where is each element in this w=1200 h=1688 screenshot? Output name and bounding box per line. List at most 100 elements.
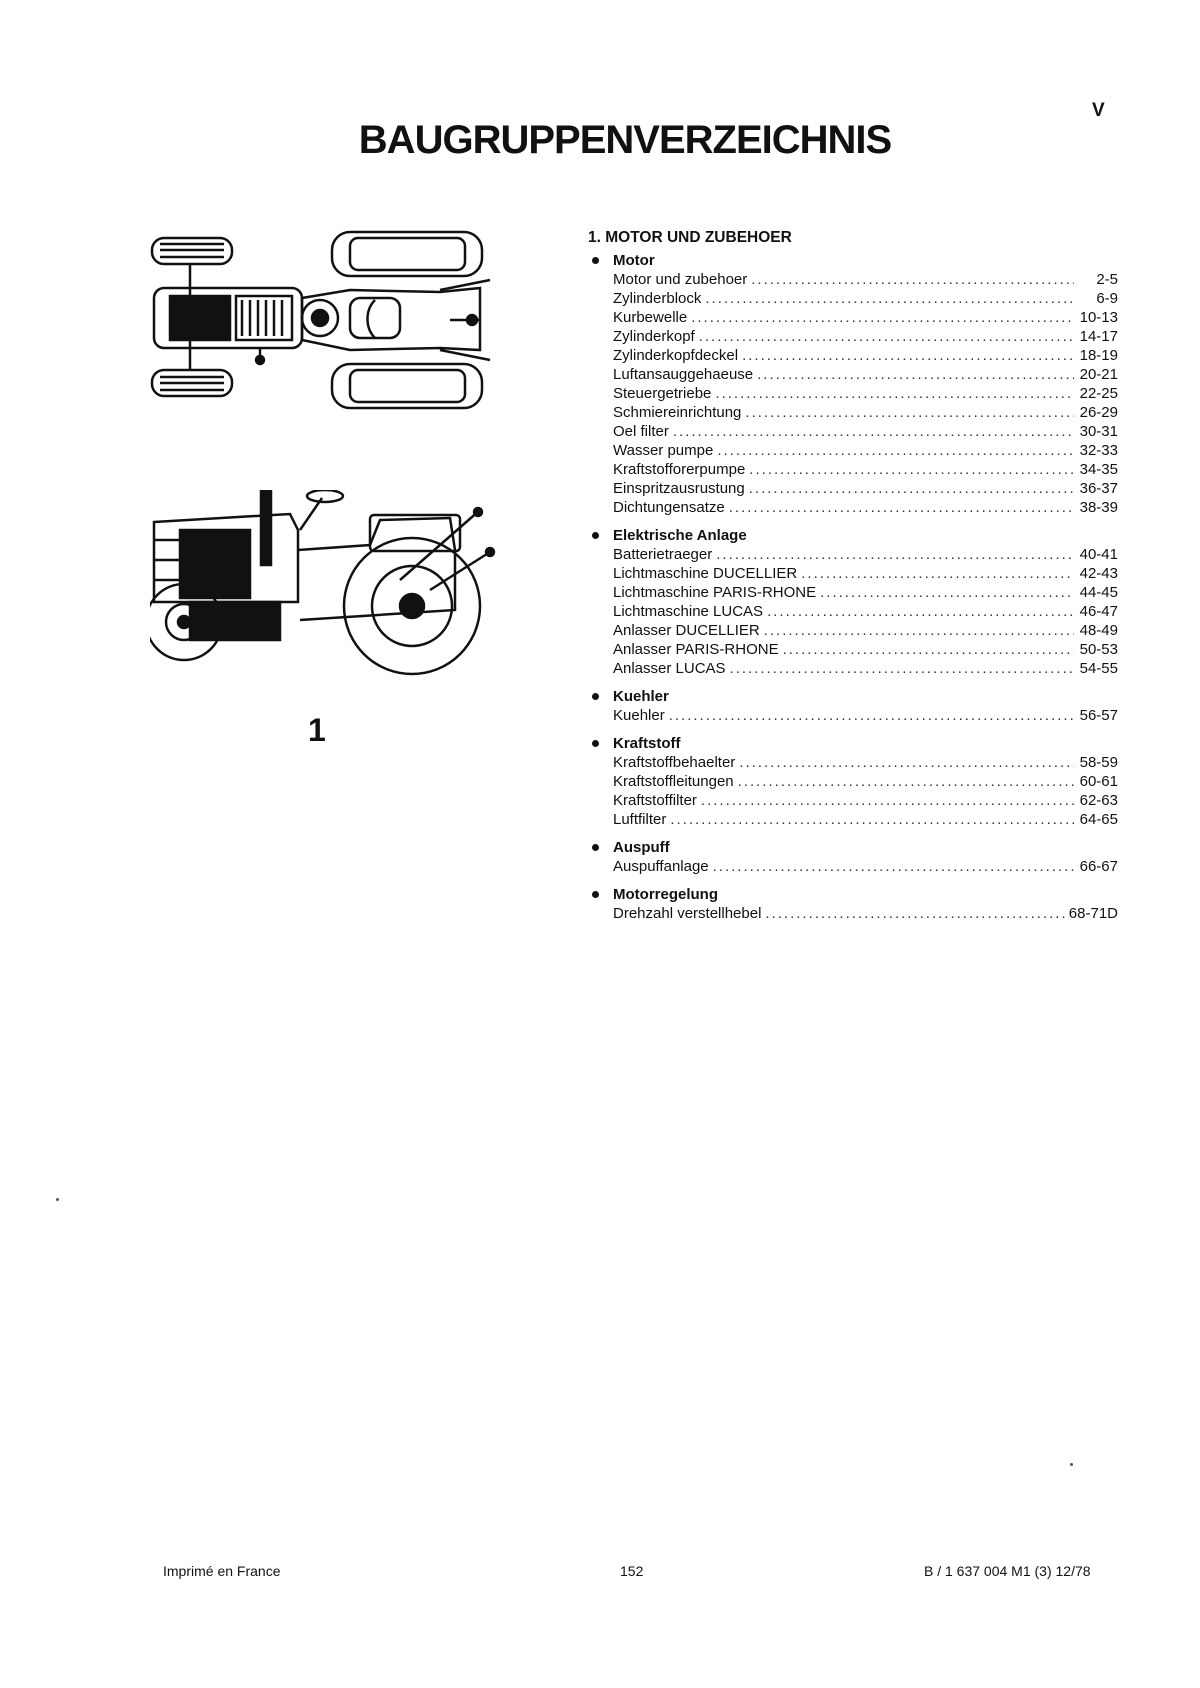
toc-entry-label: Drehzahl verstellhebel	[613, 905, 762, 922]
toc-entry: Kraftstoffbehaelter58-59	[588, 753, 1118, 772]
toc-entry: Einspritzausrustung 36-37	[588, 479, 1118, 498]
dot-leader	[705, 289, 1074, 308]
toc-entry: Kuehler56-57	[588, 706, 1118, 725]
toc-entry-label: Schmiereinrichtung	[613, 404, 742, 421]
toc-entry: Zylinderkopfdeckel 18-19	[588, 346, 1118, 365]
toc-entry-label: Motor und zubehoer	[613, 271, 748, 288]
toc-entry-pages: 32-33	[1079, 442, 1118, 459]
toc-entry: Anlasser LUCAS54-55	[588, 659, 1118, 678]
page-letter: V	[1092, 100, 1105, 121]
toc-entry-pages: 26-29	[1079, 404, 1118, 421]
toc-entry-label: Auspuffanlage	[613, 858, 709, 875]
toc-entry-pages: 30-31	[1079, 423, 1118, 440]
toc-entry-label: Zylinderblock	[613, 290, 702, 307]
toc-entry: Motor und zubehoer2-5	[588, 270, 1118, 289]
bullet-icon	[592, 740, 599, 747]
dot-leader	[749, 479, 1074, 498]
toc-entry-label: Luftfilter	[613, 811, 667, 828]
group-title: Elektrische Anlage	[588, 526, 1118, 545]
toc-entry-label: Steuergetriebe	[613, 385, 712, 402]
dot-leader	[701, 791, 1074, 810]
toc-entry-label: Kraftstofforerpumpe	[613, 461, 746, 478]
toc-entry-pages: 38-39	[1079, 499, 1118, 516]
toc-entry-label: Kraftstoffilter	[613, 792, 697, 809]
toc-entry-label: Kraftstoffbehaelter	[613, 754, 736, 771]
toc-entry-pages: 60-61	[1079, 773, 1118, 790]
toc-entry: Kraftstoffleitungen60-61	[588, 772, 1118, 791]
figure-number: 1	[308, 712, 326, 748]
toc-entry: Wasser pumpe 32-33	[588, 441, 1118, 460]
bullet-icon	[592, 532, 599, 539]
dot-leader	[717, 441, 1074, 460]
toc-entry: Oel filter 30-31	[588, 422, 1118, 441]
toc-entry-pages: 56-57	[1079, 707, 1118, 724]
dot-leader	[739, 753, 1074, 772]
toc-entry-label: Zylinderkopf	[613, 328, 695, 345]
toc-entry: Anlasser PARIS-RHONE50-53	[588, 640, 1118, 659]
bullet-icon	[592, 693, 599, 700]
tractor-side-view-illustration	[150, 490, 496, 676]
toc-entry: Kraftstofforerpumpe34-35	[588, 460, 1118, 479]
dot-leader	[751, 270, 1074, 289]
dot-leader	[764, 621, 1074, 640]
toc-group: KraftstoffKraftstoffbehaelter58-59Krafts…	[588, 734, 1118, 829]
toc-entry: Dichtungensatze 38-39	[588, 498, 1118, 517]
dot-leader	[673, 422, 1074, 441]
tractor-top-view-illustration	[150, 230, 491, 410]
dot-leader	[765, 904, 1064, 923]
footer-page-number: 152	[620, 1563, 644, 1579]
dot-leader	[729, 498, 1074, 517]
toc-entry: Luftfilter 64-65	[588, 810, 1118, 829]
group-title: Kuehler	[588, 687, 1118, 706]
bullet-icon	[592, 257, 599, 264]
dot-leader	[691, 308, 1074, 327]
dot-leader	[745, 403, 1074, 422]
toc-entry-pages: 18-19	[1079, 347, 1118, 364]
dot-leader	[670, 810, 1074, 829]
toc-entry-pages: 48-49	[1079, 622, 1118, 639]
toc-entry-pages: 68-71D	[1068, 905, 1118, 922]
toc-entry-label: Oel filter	[613, 423, 669, 440]
toc-entry-pages: 46-47	[1079, 603, 1118, 620]
toc-entry: Lichtmaschine PARIS-RHONE44-45	[588, 583, 1118, 602]
toc-entry-pages: 10-13	[1079, 309, 1118, 326]
toc-entry-pages: 22-25	[1079, 385, 1118, 402]
toc-entry: Zylinderkopf14-17	[588, 327, 1118, 346]
scan-speck	[1070, 1463, 1073, 1466]
toc-entry-label: Wasser pumpe	[613, 442, 714, 459]
toc-entry: Lichtmaschine DUCELLIER42-43	[588, 564, 1118, 583]
toc-entry-pages: 40-41	[1079, 546, 1118, 563]
toc-entry-label: Dichtungensatze	[613, 499, 725, 516]
dot-leader	[699, 327, 1074, 346]
footer-reference: B / 1 637 004 M1 (3) 12/78	[924, 1563, 1091, 1579]
dot-leader	[742, 346, 1074, 365]
toc-entry-pages: 64-65	[1079, 811, 1118, 828]
dot-leader	[738, 772, 1074, 791]
toc-entry: Kurbewelle 10-13	[588, 308, 1118, 327]
toc-entry-pages: 36-37	[1079, 480, 1118, 497]
group-title: Motor	[588, 251, 1118, 270]
toc-entry: Steuergetriebe 22-25	[588, 384, 1118, 403]
toc-entry-label: Zylinderkopfdeckel	[613, 347, 739, 364]
dot-leader	[713, 857, 1074, 876]
toc-entry-label: Kurbewelle	[613, 309, 688, 326]
toc-entry-label: Batterietraeger	[613, 546, 713, 563]
dot-leader	[749, 460, 1074, 479]
toc-entry-pages: 20-21	[1079, 366, 1118, 383]
dot-leader	[715, 384, 1074, 403]
toc-entry-label: Luftansauggehaeuse	[613, 366, 754, 383]
toc-entry-label: Einspritzausrustung	[613, 480, 745, 497]
group-title-text: Kuehler	[613, 688, 669, 705]
toc-group: AuspuffAuspuffanlage66-67	[588, 838, 1118, 876]
dot-leader	[757, 365, 1074, 384]
group-title-text: Motorregelung	[613, 886, 718, 903]
scan-speck	[56, 1198, 59, 1201]
group-title: Auspuff	[588, 838, 1118, 857]
toc-entry-label: Lichtmaschine DUCELLIER	[613, 565, 798, 582]
dot-leader	[767, 602, 1074, 621]
toc-group: KuehlerKuehler56-57	[588, 687, 1118, 725]
toc-entry-pages: 6-9	[1096, 290, 1118, 307]
